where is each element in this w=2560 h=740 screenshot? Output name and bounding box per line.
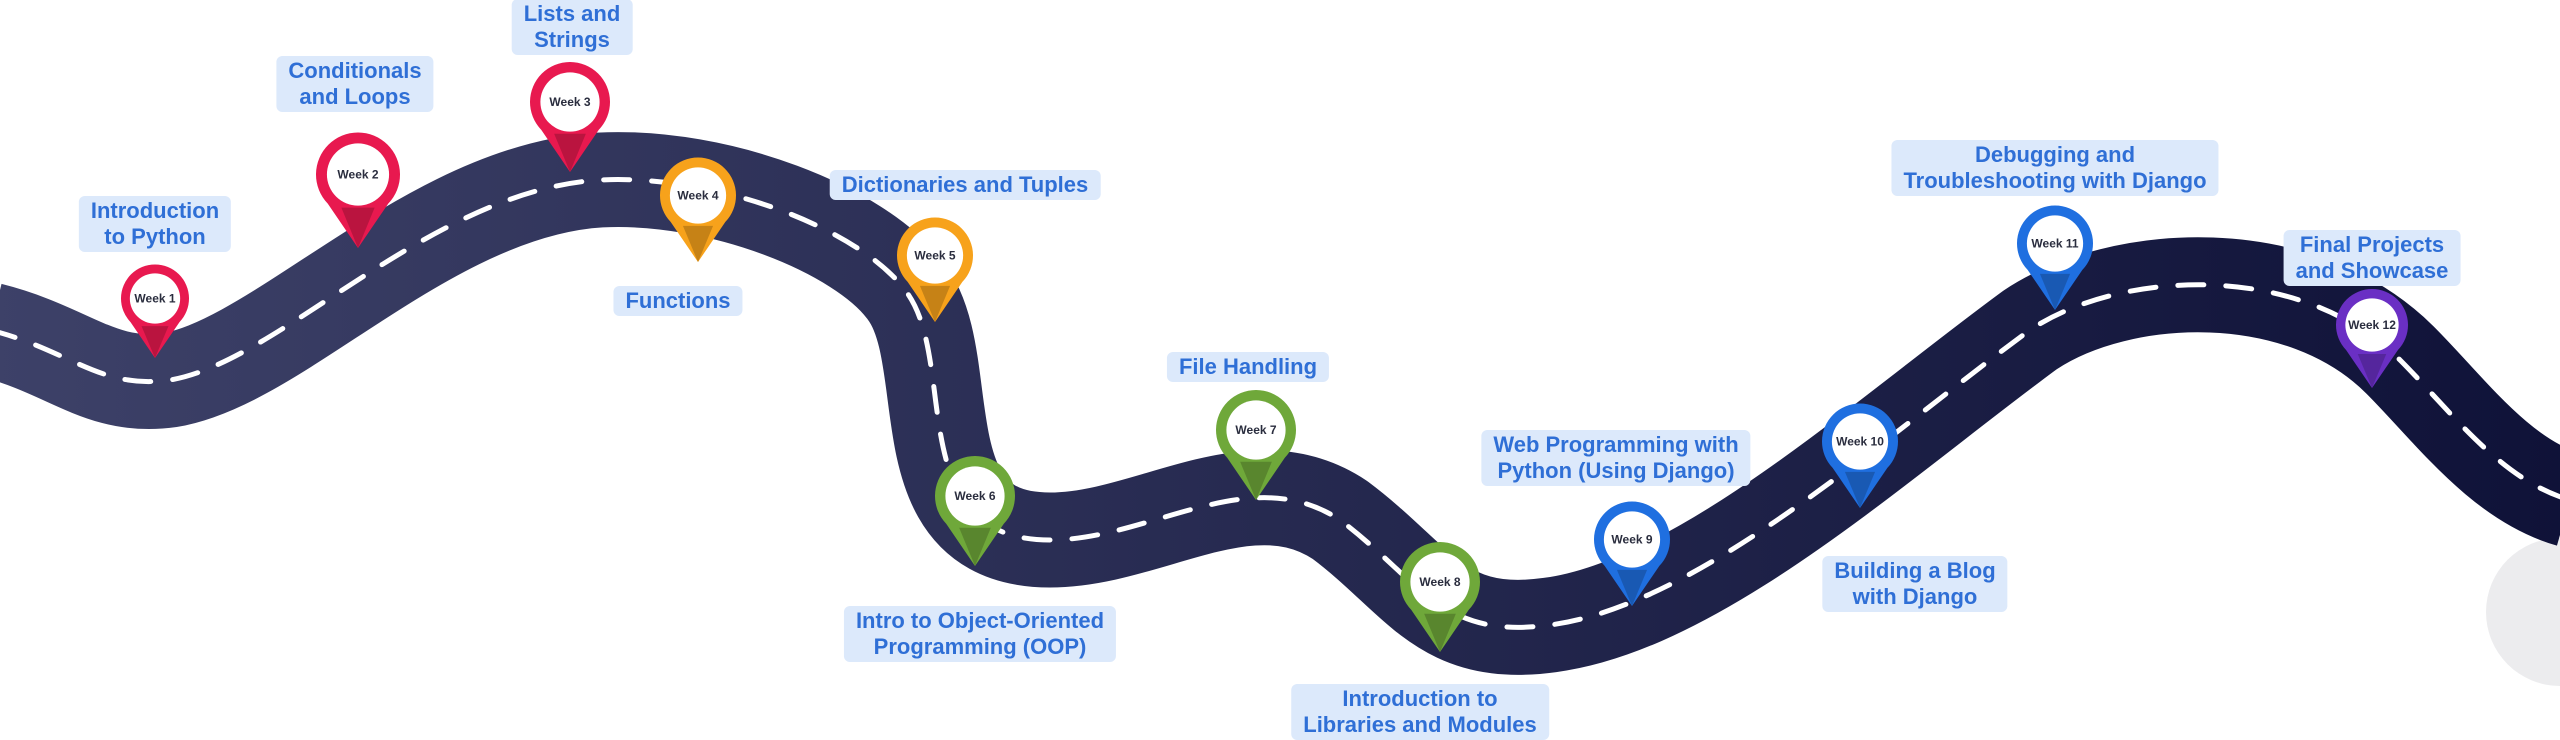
- map-pin-face: [1603, 511, 1661, 568]
- map-pin-tip-shade: [2357, 353, 2387, 388]
- corner-decoration: [2486, 538, 2560, 686]
- week-label: Week 5: [914, 249, 955, 263]
- week-label: Week 1: [134, 292, 175, 306]
- map-pin-tip-shade: [2039, 273, 2071, 310]
- map-pin-tip-shade: [959, 527, 991, 566]
- map-pin-week-12: Week 12: [2336, 288, 2408, 388]
- week-label: Week 8: [1419, 575, 1460, 589]
- map-pin-week-8: Week 8: [1400, 542, 1480, 652]
- map-pin-face: [1410, 552, 1470, 612]
- week-label: Week 6: [954, 489, 995, 503]
- map-pin-week-7: Week 7: [1216, 390, 1296, 500]
- road-center-dashes: [0, 177, 2560, 630]
- map-pin-week-10: Week 10: [1822, 403, 1898, 508]
- map-pin-face: [326, 143, 390, 206]
- map-pin-tip-shade: [341, 207, 375, 248]
- map-pin-week-6: Week 6: [935, 456, 1015, 566]
- map-pin-face: [906, 227, 964, 284]
- week-label: Week 2: [337, 168, 378, 182]
- map-pin-tip-shade: [1240, 461, 1272, 500]
- topic-label-week-5: Dictionaries and Tuples: [829, 170, 1101, 200]
- map-pin-tip-shade: [682, 225, 714, 262]
- week-label: Week 3: [549, 95, 590, 109]
- week-label: Week 4: [677, 189, 718, 203]
- week-label: Week 7: [1235, 423, 1276, 437]
- map-pin-face: [2345, 298, 2399, 352]
- week-label: Week 11: [2031, 237, 2078, 251]
- map-pin-week-9: Week 9: [1594, 501, 1670, 606]
- week-label: Week 9: [1611, 533, 1652, 547]
- map-pin-tip-shade: [141, 326, 169, 358]
- topic-label-week-4: Functions: [613, 286, 743, 316]
- map-pin-week-1: Week 1: [121, 264, 189, 358]
- map-pin-tip-shade: [554, 133, 586, 172]
- map-pin-face: [669, 167, 727, 224]
- map-pin-face: [2026, 215, 2084, 272]
- map-pin-face: [1831, 413, 1889, 470]
- map-pin-tip-shade: [1844, 471, 1876, 508]
- map-pin-face: [129, 273, 181, 324]
- map-pin-tip-shade: [1616, 569, 1648, 606]
- map-pin-week-4: Week 4: [660, 157, 736, 262]
- map-pin-tip-shade: [919, 285, 951, 322]
- week-label: Week 10: [1836, 435, 1884, 449]
- map-pin-week-2: Week 2: [316, 132, 400, 248]
- map-pin-week-11: Week 11: [2017, 205, 2093, 310]
- map-pin-week-5: Week 5: [896, 217, 973, 322]
- pins-layer: Week 1 Week 2 Week 3 Week 4 Week 5 Week 6 Week…: [121, 61, 2408, 652]
- map-pin-face: [1226, 400, 1286, 460]
- map-pin-face: [945, 466, 1005, 526]
- map-pin-face: [540, 72, 600, 132]
- week-label: Week 12: [2348, 318, 2396, 332]
- map-pin-tip-shade: [1424, 613, 1456, 652]
- topic-label-week-7: File Handling: [1166, 352, 1330, 382]
- map-pin-week-3: Week 3: [530, 61, 610, 173]
